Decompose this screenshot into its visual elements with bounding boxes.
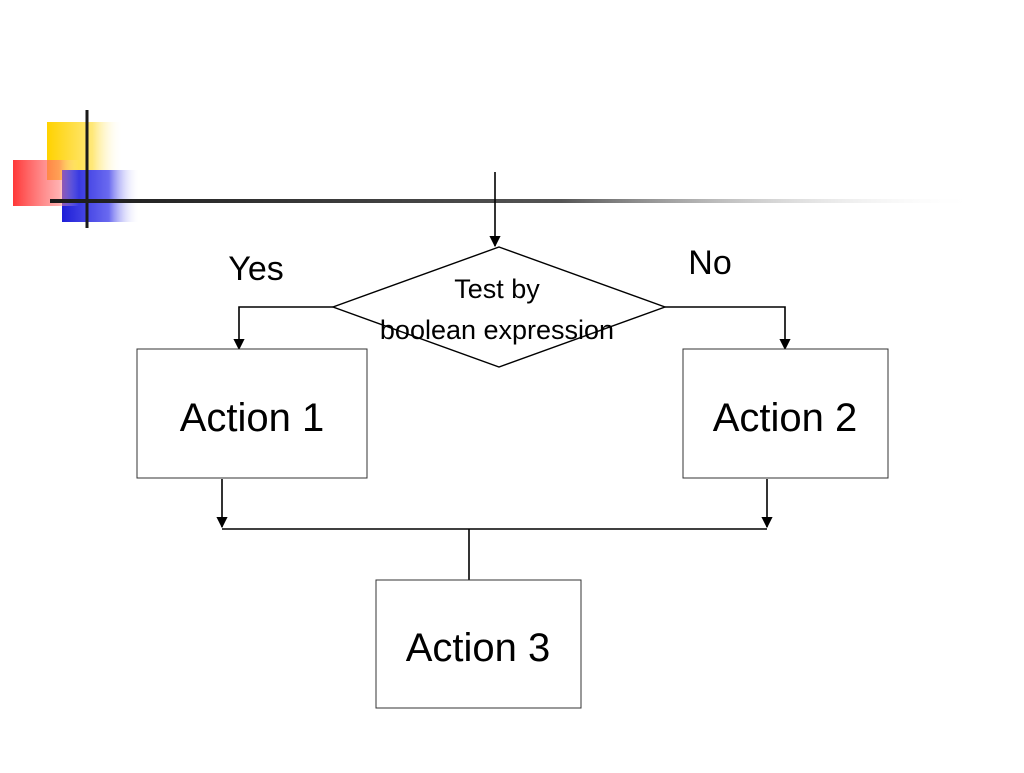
action1-node: Action 1 [136, 348, 368, 479]
action3-box [375, 579, 582, 709]
action2-label: Action 2 [713, 396, 858, 440]
decision-node: Test by boolean expression [330, 246, 668, 368]
decision-label-line2: boolean expression [380, 315, 614, 345]
decor-horizontal-rule [50, 199, 980, 203]
no-label: No [688, 244, 731, 282]
action2-box [682, 348, 889, 479]
slide-decoration [13, 110, 980, 228]
yes-branch-arrow [233, 306, 333, 351]
action3-node: Action 3 [375, 579, 582, 709]
connectors [216, 172, 791, 580]
action3-label: Action 3 [406, 626, 551, 670]
no-branch-arrow [665, 306, 791, 351]
yes-label: Yes [228, 250, 283, 288]
action2-node: Action 2 [682, 348, 889, 479]
action1-label: Action 1 [180, 396, 325, 440]
decision-label-line1: Test by [454, 274, 540, 304]
decor-red-square [13, 160, 79, 206]
action1-box [136, 348, 368, 479]
decision-diamond [330, 246, 668, 368]
